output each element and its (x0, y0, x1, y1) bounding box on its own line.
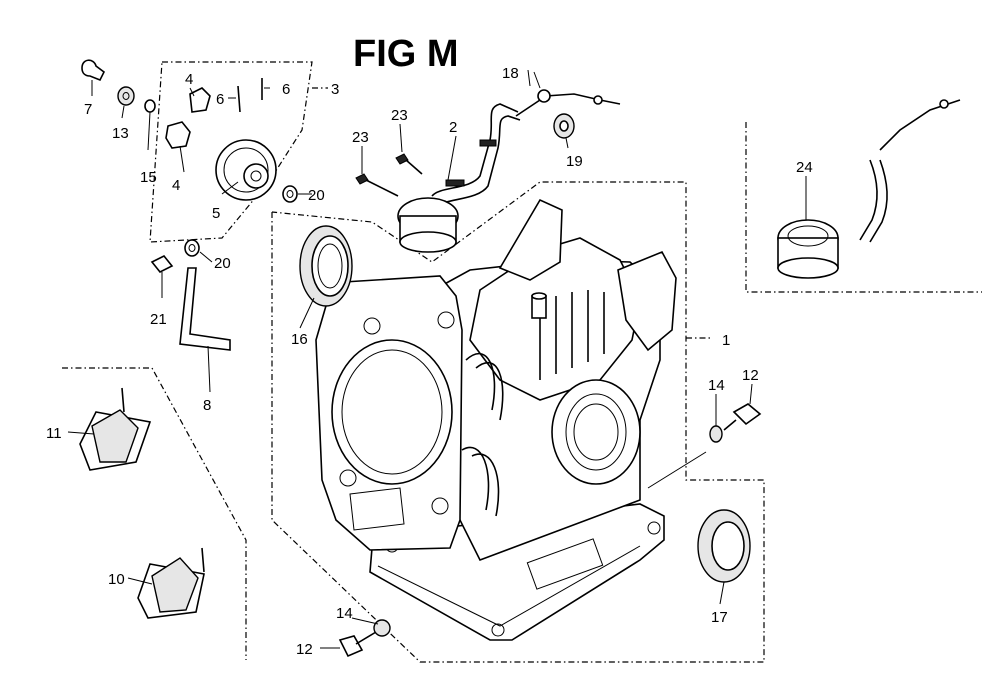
callout-8: 8 (203, 397, 211, 414)
washer-13 (117, 86, 135, 106)
callout-23-left: 23 (352, 129, 369, 146)
callout-21: 21 (150, 311, 167, 328)
callout-18: 18 (502, 65, 519, 82)
bolt-12b (338, 631, 377, 658)
callout-13: 13 (112, 125, 129, 142)
grommet-19 (553, 113, 575, 139)
callout-6-left: 6 (216, 91, 224, 108)
pipe-8 (179, 267, 231, 351)
cable-harness-18 (515, 69, 621, 117)
callout-2: 2 (449, 119, 457, 136)
engine-mount-group-outline (62, 367, 247, 660)
bearing-4b (165, 121, 191, 149)
callout-23-top: 23 (391, 107, 408, 124)
callout-15: 15 (140, 169, 157, 186)
callout-17: 17 (711, 609, 728, 626)
oil-seal-16 (299, 225, 353, 307)
breather-tube (397, 103, 521, 253)
callout-4-top: 4 (185, 71, 193, 88)
callout-12-right: 12 (742, 367, 759, 384)
figure-title: FIG M (353, 33, 459, 75)
washer-14a (709, 425, 723, 443)
oil-seal-17 (697, 509, 751, 583)
washer-14b (373, 619, 391, 637)
callout-20-bottom: 20 (214, 255, 231, 272)
callout-11: 11 (46, 425, 62, 442)
washer-20b (184, 239, 200, 257)
engine-mount-10 (137, 547, 205, 619)
callout-16: 16 (291, 331, 308, 348)
callout-5: 5 (212, 205, 220, 222)
callout-12-bottom: 12 (296, 641, 313, 658)
callout-7: 7 (84, 101, 92, 118)
callout-1: 1 (722, 332, 730, 349)
bolt-23b (355, 173, 399, 197)
callout-6-right: 6 (282, 81, 290, 98)
pin-6a (237, 85, 241, 113)
callout-10: 10 (108, 571, 125, 588)
callout-14-bottom: 14 (336, 605, 353, 622)
engine-mount-11 (79, 387, 152, 471)
bolt-23a (395, 153, 423, 175)
crankcase (315, 198, 677, 641)
oil-pump-gear-5 (215, 139, 277, 201)
oil-alert-switch-24 (777, 99, 961, 279)
clip-21 (150, 254, 174, 274)
callout-14-right: 14 (708, 377, 725, 394)
callout-4-bottom: 4 (172, 177, 180, 194)
bolt-12a (723, 403, 762, 431)
oil-alert-group-outline (745, 122, 982, 293)
washer-15 (144, 99, 156, 113)
callout-24: 24 (796, 159, 813, 176)
callout-20-top: 20 (308, 187, 325, 204)
washer-20a (282, 185, 298, 203)
bolt-7 (81, 59, 106, 82)
callout-19: 19 (566, 153, 583, 170)
callout-3: 3 (331, 81, 339, 98)
bearing-4a (189, 87, 211, 113)
oil-pump-group-outline (149, 61, 313, 243)
